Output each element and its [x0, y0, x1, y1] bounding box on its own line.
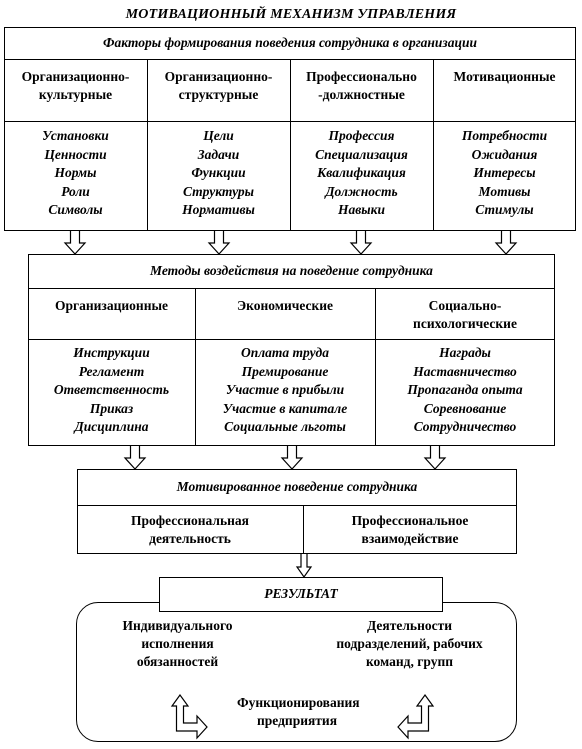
- method-label-socio-psych: Социально-психологические: [413, 298, 517, 331]
- method-label-economic: Экономические: [236, 298, 334, 313]
- factor-items-org-structural: Цели Задачи Функции Структуры Нормативы: [147, 127, 290, 220]
- result-header-box: [159, 577, 443, 612]
- result-outer: [76, 602, 517, 742]
- list-item: Профессия: [328, 128, 395, 143]
- down-arrow-icon: [494, 231, 518, 255]
- down-arrow-icon: [423, 446, 447, 470]
- list-item: Должность: [325, 183, 398, 199]
- list-item: Интересы: [473, 165, 536, 180]
- list-item: Символы: [48, 202, 103, 217]
- factor-label-org-structural: Организационно-структурные: [164, 69, 273, 102]
- list-item: Награды: [439, 345, 491, 360]
- list-item: Потребности: [461, 128, 548, 143]
- down-arrow-icon: [280, 446, 304, 470]
- factor-label-org-cultural: Организационно-культурные: [21, 69, 130, 102]
- method-items-socio-psych: Награды Наставничество Пропаганда опыта …: [375, 344, 555, 437]
- list-item: Задачи: [197, 146, 240, 162]
- list-item: Ценности: [44, 146, 107, 162]
- factor-items-motivational: Потребности Ожидания Интересы Мотивы Сти…: [433, 127, 576, 220]
- factor-label-motivational: Мотивационные: [453, 69, 556, 84]
- behavior-header: Мотивированное поведение сотрудника: [176, 479, 418, 494]
- list-item: Участие в капитале: [222, 400, 348, 416]
- down-arrow-icon: [63, 231, 87, 255]
- factors-header: Факторы формирования поведения сотрудник…: [103, 35, 477, 50]
- bend-arrow-icon: [170, 693, 208, 740]
- list-item: Инструкции: [73, 345, 150, 360]
- list-item: Соревнование: [423, 400, 507, 416]
- factor-items-org-cultural: Установки Ценности Нормы Роли Символы: [4, 127, 147, 220]
- list-item: Приказ: [89, 400, 134, 416]
- list-item: Нормы: [54, 165, 97, 180]
- behavior-prof-interaction: Профессиональное взаимодействие: [351, 513, 469, 546]
- method-items-economic: Оплата труда Премирование Участие в приб…: [195, 344, 375, 437]
- factor-label-prof-position: Профессионально -должностные: [306, 69, 417, 102]
- result-units: Деятельности подразделений, рабочих кома…: [336, 618, 483, 669]
- result-individual: Индивидуального исполнения обязанностей: [122, 618, 233, 669]
- diagram-title: МОТИВАЦИОННЫЙ МЕХАНИЗМ УПРАВЛЕНИЯ: [125, 7, 457, 22]
- down-arrow-icon: [207, 231, 231, 255]
- list-item: Цели: [203, 128, 234, 143]
- down-arrow-icon: [123, 446, 147, 470]
- list-item: Функции: [191, 165, 246, 180]
- list-item: Наставничество: [413, 363, 517, 379]
- list-item: Стимулы: [475, 202, 534, 217]
- list-item: Пропаганда опыта: [407, 382, 523, 397]
- list-item: Структуры: [182, 183, 255, 199]
- list-item: Регламент: [78, 363, 145, 379]
- list-item: Нормативы: [182, 202, 255, 217]
- down-arrow-icon: [295, 554, 313, 579]
- methods-block: [28, 254, 555, 446]
- behavior-block: [77, 469, 517, 554]
- method-label-organizational: Организационные: [54, 298, 169, 313]
- result-header: РЕЗУЛЬТАТ: [264, 586, 338, 601]
- methods-header: Методы воздействия на поведение сотрудни…: [150, 263, 433, 278]
- list-item: Премирование: [241, 363, 329, 379]
- down-arrow-icon: [349, 231, 373, 255]
- bend-arrow-icon: [397, 693, 435, 740]
- list-item: Социальные льготы: [224, 419, 346, 434]
- behavior-prof-activity: Профессиональная деятельность: [131, 513, 249, 546]
- list-item: Навыки: [338, 202, 385, 217]
- result-enterprise: Функционирования предприятия: [237, 695, 360, 728]
- list-item: Роли: [61, 183, 90, 199]
- list-item: Участие в прибыли: [225, 382, 345, 397]
- list-item: Оплата труда: [240, 345, 330, 360]
- list-item: Дисциплина: [74, 419, 149, 434]
- list-item: Специализация: [315, 146, 408, 162]
- list-item: Квалификация: [317, 165, 406, 180]
- list-item: Сотрудничество: [413, 419, 517, 434]
- list-item: Ожидания: [471, 146, 538, 162]
- list-item: Ответственность: [53, 382, 170, 397]
- list-item: Установки: [42, 128, 109, 143]
- list-item: Мотивы: [478, 183, 531, 199]
- method-items-organizational: Инструкции Регламент Ответственность При…: [28, 344, 195, 437]
- factor-items-prof-position: Профессия Специализация Квалификация Дол…: [290, 127, 433, 220]
